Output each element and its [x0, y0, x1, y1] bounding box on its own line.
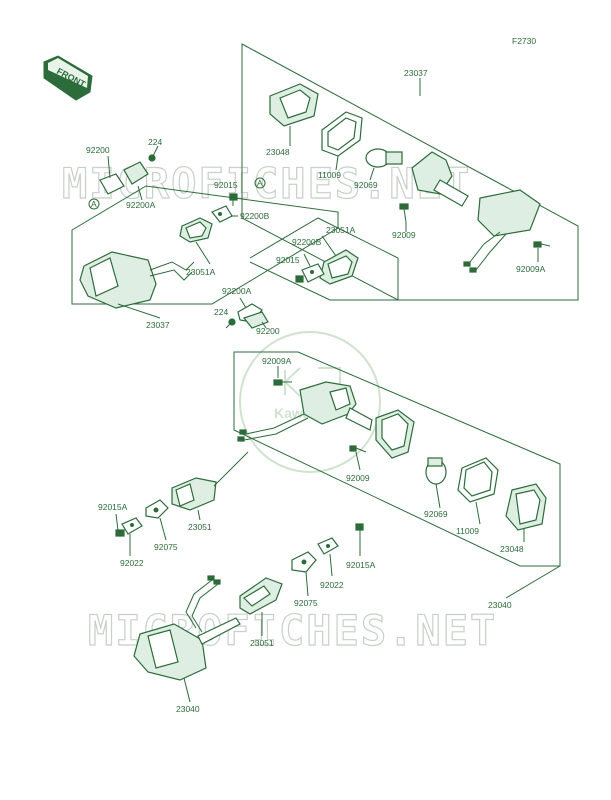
socket-23051-low — [239, 577, 283, 615]
callout-92009A-top: 92009A — [516, 264, 546, 274]
ref-a-right: A — [257, 178, 263, 188]
screw-92009-mid — [349, 445, 367, 453]
callout-92009A-mid: 92009A — [262, 356, 292, 366]
housing-23040-mid — [237, 381, 415, 459]
watermark-logo-circle — [239, 331, 381, 473]
callout-92015-mid: 92015 — [276, 255, 300, 265]
plate-92200B-mid — [301, 263, 325, 283]
lens-23048-mid — [505, 483, 547, 531]
bulb-92069-mid — [425, 457, 447, 485]
callout-23037-left: 23037 — [146, 320, 170, 330]
lower-right-parts — [239, 523, 364, 636]
socket-23051-mid — [171, 451, 249, 511]
callout-92200B-mid: 92200B — [292, 237, 322, 247]
callout-92200B-top: 92200B — [240, 211, 270, 221]
callout-92200-top: 92200 — [86, 145, 110, 155]
lens-23048-top — [269, 83, 319, 127]
screw-92009-top — [399, 203, 409, 223]
callout-23037-top: 23037 — [404, 68, 428, 78]
callout-92015A-right: 92015A — [346, 560, 376, 570]
callout-92069-mid: 92069 — [424, 509, 448, 519]
callout-23048-top: 23048 — [266, 147, 290, 157]
figure-code: F2730 — [512, 36, 536, 46]
callout-92200A-mid: 92200A — [222, 286, 252, 296]
ref-circle-a-left — [88, 198, 100, 210]
callout-92075-right: 92075 — [294, 598, 318, 608]
lower-left-parts — [115, 451, 249, 556]
callout-92200A-top: 92200A — [126, 200, 156, 210]
callout-11009-mid: 11009 — [456, 526, 479, 536]
watermark-group: MICROFICHES.NET MICROFICHES.NET Kawasaki — [61, 158, 495, 655]
screw-92009A-mid — [273, 379, 292, 386]
turn-signal-23040-bottom — [133, 575, 241, 703]
plate-92200B-top — [211, 205, 233, 223]
callout-23051-low: 23051 — [250, 638, 274, 648]
callout-23051A-mid: 23051A — [326, 225, 356, 235]
bracket-92200A-mid — [225, 297, 269, 329]
watermark-text-top: MICROFICHES.NET — [62, 159, 471, 208]
bracket-92200-top — [99, 145, 159, 195]
front-arrow: FRONT — [43, 55, 93, 101]
front-turn-signal-23037 — [79, 251, 195, 309]
rear-signal-assembly-top — [269, 78, 551, 273]
nut-92015-mid — [295, 275, 304, 283]
grommet-92075-right — [291, 551, 317, 573]
callout-23051A-left: 23051A — [186, 267, 216, 277]
grommet-92075-left — [145, 499, 169, 519]
callout-92069-top: 92069 — [354, 180, 378, 190]
front-signal-assembly-left — [79, 145, 266, 319]
gasket-11009-top — [321, 111, 363, 157]
callout-92009-top: 92009 — [392, 230, 416, 240]
callout-23051-mid: 23051 — [188, 522, 212, 532]
callout-92200-mid: 92200 — [256, 326, 280, 336]
gasket-11009-mid — [457, 457, 499, 503]
ref-circle-a-right — [254, 177, 266, 189]
socket-23051A-left — [179, 217, 213, 243]
group-outlines — [71, 43, 579, 567]
callout-92022-right: 92022 — [320, 580, 344, 590]
washer-92022-right — [317, 537, 339, 555]
callout-23048-mid: 23048 — [500, 544, 524, 554]
nut-92015-top — [229, 193, 238, 206]
callout-224-mid: 224 — [214, 307, 228, 317]
callout-92022-left: 92022 — [120, 558, 144, 568]
callout-92015A-left: 92015A — [98, 502, 128, 512]
mid-inset-parts — [295, 235, 359, 285]
nut-92015A-right — [355, 523, 364, 531]
bulb-92069-top — [365, 148, 403, 168]
socket-23051A-mid — [319, 249, 359, 285]
callout-224-top: 224 — [148, 137, 162, 147]
callout-92075-left: 92075 — [154, 542, 178, 552]
callout-11009-top: 11009 — [318, 170, 341, 180]
housing-arm-top — [411, 151, 541, 273]
callout-92015-top: 92015 — [214, 180, 238, 190]
washer-92022-left — [121, 517, 143, 535]
callout-92009-mid: 92009 — [346, 473, 370, 483]
ref-a-left: A — [91, 199, 97, 209]
callout-23040-low: 23040 — [176, 704, 200, 714]
leader-23040-right — [505, 565, 561, 599]
nut-92015A-left — [115, 529, 125, 537]
screw-92009A-top — [533, 241, 551, 248]
callout-23040-right: 23040 — [488, 600, 512, 610]
rear-signal-assembly-mid — [237, 366, 547, 542]
callout-labels: 23037 23048 11009 92069 92009 92009A 922… — [86, 68, 546, 714]
